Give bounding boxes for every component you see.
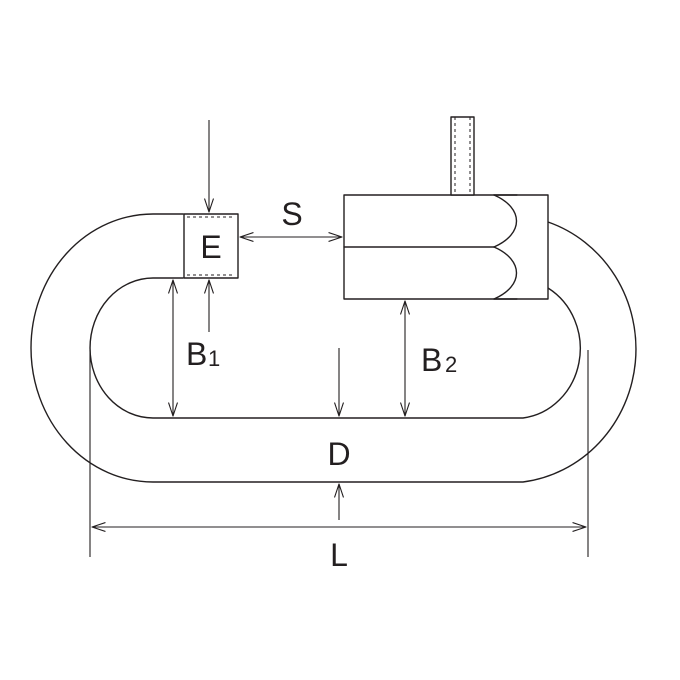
link-inner-outline <box>89 277 581 419</box>
link-body <box>30 213 637 483</box>
dimension-labels: E S B 1 B 2 D L <box>186 196 457 573</box>
label-l: L <box>330 537 348 573</box>
label-s: S <box>281 196 302 232</box>
label-b2-subscript: 2 <box>445 352 457 377</box>
gate-end-box <box>183 213 239 279</box>
label-b2-main: B <box>421 342 442 378</box>
label-e: E <box>200 229 221 265</box>
gate-end-section <box>183 213 239 279</box>
gate-sleeve-thread-lower <box>493 246 518 300</box>
dimension-lines <box>89 120 589 557</box>
threaded-stem <box>450 116 475 196</box>
threaded-stem-body <box>450 116 475 196</box>
label-d: D <box>327 436 350 472</box>
gate-sleeve <box>343 194 549 300</box>
label-b1-subscript: 1 <box>208 346 220 371</box>
link-outer-outline <box>30 213 637 483</box>
label-b1-main: B <box>186 336 207 372</box>
gate-sleeve-thread-upper <box>493 194 518 248</box>
